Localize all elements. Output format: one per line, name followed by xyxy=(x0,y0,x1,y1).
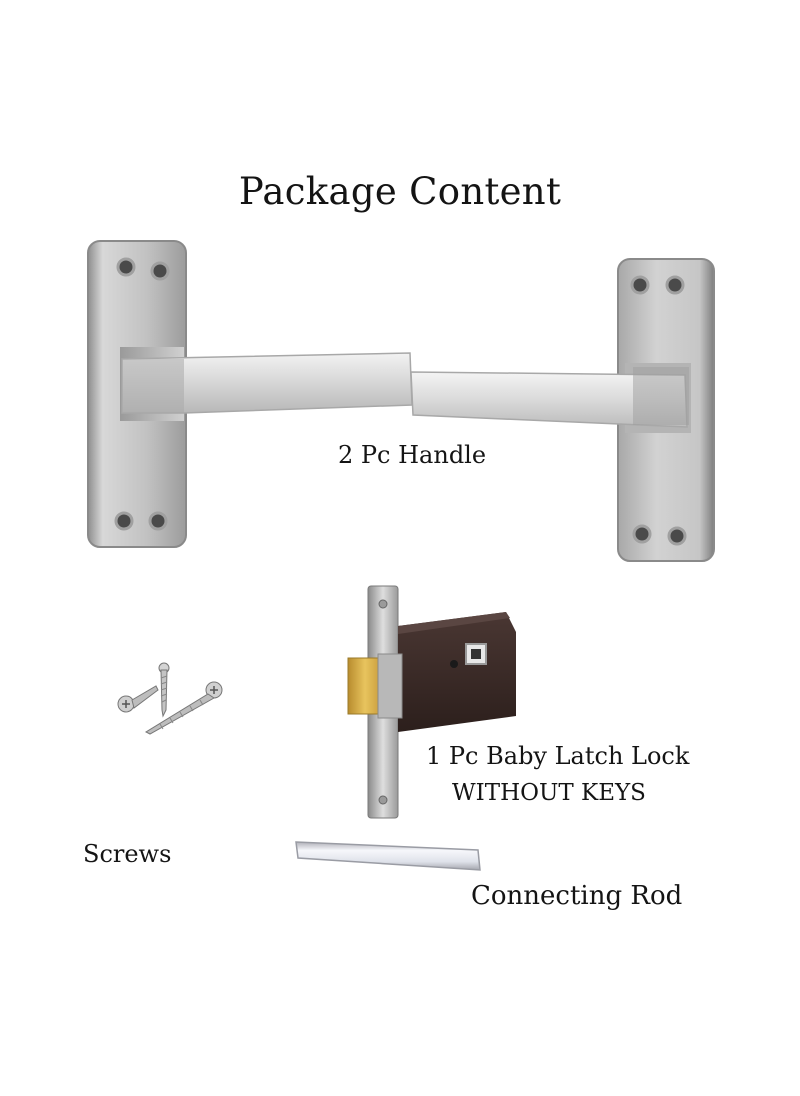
connecting-rod-icon xyxy=(295,841,481,871)
screws-label: Screws xyxy=(83,840,172,868)
right-lever-handle-icon xyxy=(410,258,715,562)
latch-label-line1: 1 Pc Baby Latch Lock xyxy=(426,742,690,770)
latch-lock-icon xyxy=(347,585,516,819)
latch-label-line2: WITHOUT KEYS xyxy=(452,780,646,806)
screw-icon xyxy=(117,662,223,735)
handle-label: 2 Pc Handle xyxy=(338,441,487,469)
left-lever-handle-icon xyxy=(87,240,413,548)
connecting-rod-label: Connecting Rod xyxy=(471,881,683,911)
page-title: Package Content xyxy=(238,170,562,213)
